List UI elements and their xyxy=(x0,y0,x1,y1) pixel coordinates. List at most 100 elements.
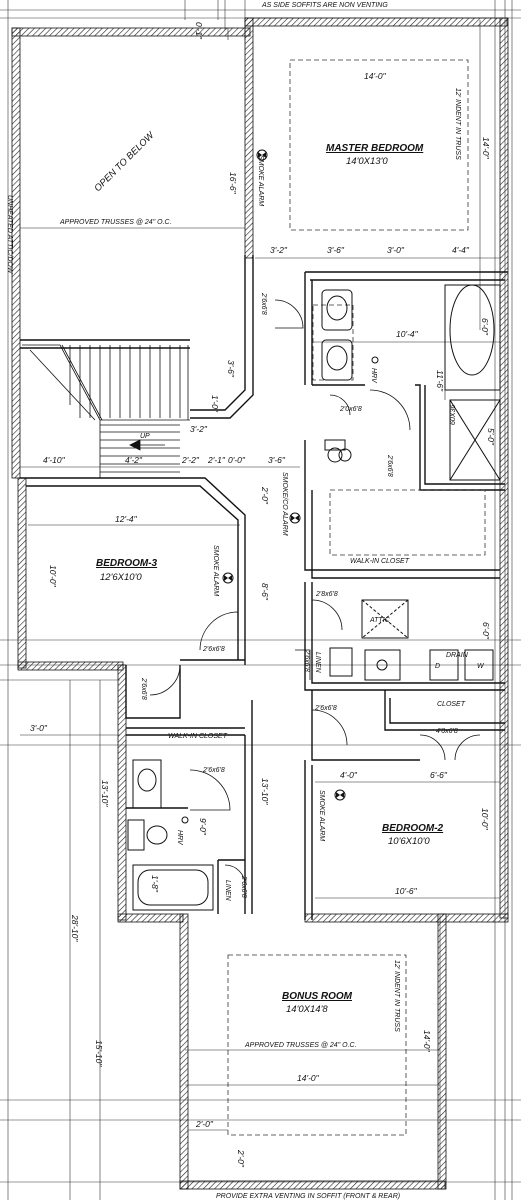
door-label: 2'6x6'8 xyxy=(202,646,225,653)
door-swing xyxy=(311,709,348,746)
dim-bonus-right: 14'-0" xyxy=(422,1030,432,1053)
exterior-walls xyxy=(11,17,509,1190)
dim-bedroom2-a: 4'-0" xyxy=(340,770,358,780)
dim-tub: 6'-0" xyxy=(480,318,490,336)
door-label: 2'0x6'8 xyxy=(339,406,362,413)
dim-bath-width: 9'-0" xyxy=(198,818,208,836)
bedroom3-name: BEDROOM-3 xyxy=(96,558,158,569)
smoke-co-alarm-label: SMOKE/CO ALARM xyxy=(281,472,288,536)
dim-hall-a: 2'-0" xyxy=(260,486,270,505)
dim-bonus-b: 2'-0" xyxy=(236,1149,246,1168)
dryer-icon xyxy=(429,649,459,681)
master-bedroom-size: 14'0X13'0 xyxy=(346,156,388,167)
attic-label: ATTIC xyxy=(369,617,391,624)
hrv-icon xyxy=(371,356,379,364)
dim-bonus-a: 2'-0" xyxy=(195,1119,214,1129)
dim-hall-b: 8'-6" xyxy=(260,583,270,601)
dim-master-width: 14'-0" xyxy=(364,71,387,81)
stair-treads xyxy=(69,345,181,473)
dim-row2-c: 2'-2" xyxy=(181,455,200,465)
interior-walls xyxy=(20,255,508,920)
smoke-alarm-icon xyxy=(256,149,268,161)
dim-bath-height: 13'-10" xyxy=(100,780,110,807)
dim-bedroom2-b: 6'-6" xyxy=(430,770,448,780)
dim-row2-e: 0'-0" xyxy=(228,455,246,465)
closet-label: CLOSET xyxy=(437,701,466,708)
attic-hatch xyxy=(361,599,409,639)
sink-icon xyxy=(326,295,348,321)
truss-indents xyxy=(227,59,486,1136)
laundry-sink-icon xyxy=(364,649,401,681)
toilet-icon xyxy=(327,447,343,463)
dim-row1-c: 3'-0" xyxy=(387,245,405,255)
laundry-fixtures xyxy=(329,599,494,681)
trusses-note-bottom: APPROVED TRUSSES @ 24" O.C. xyxy=(244,1042,357,1049)
bonus-room-name: BONUS ROOM xyxy=(282,991,353,1002)
dim-master-height: 14'-0" xyxy=(481,137,491,160)
door-label: 2'6x6'8 xyxy=(386,454,393,477)
smoke-alarm-label-3: SMOKE ALARM xyxy=(212,545,219,596)
dim-row1-a: 3'-2" xyxy=(270,245,288,255)
bonus-room-size: 14'0X14'8 xyxy=(286,1004,328,1015)
dim-stair-a: 3'-6" xyxy=(226,360,236,378)
smoke-alarm-label-1: SMOKE ALARM xyxy=(257,155,264,206)
dim-row1-d: 4'-4" xyxy=(452,245,470,255)
door-swing xyxy=(224,864,246,886)
dimension-lines xyxy=(20,28,500,1131)
dim-row1-b: 3'-6" xyxy=(327,245,345,255)
door-swing xyxy=(329,394,351,416)
door-label: 4'0x6'8 xyxy=(436,728,458,735)
master-bedroom-name: MASTER BEDROOM xyxy=(326,143,424,154)
trusses-note-top: APPROVED TRUSSES @ 24" O.C. xyxy=(59,219,172,226)
open-to-below-label: OPEN TO BELOW xyxy=(92,129,157,194)
dim-ensuite-width: 10'-4" xyxy=(396,329,419,339)
dim-open-height: 16'-6" xyxy=(228,172,238,195)
bonus-indent-note: 12' INDENT IN TRUSS xyxy=(393,960,400,1032)
sink-icon xyxy=(326,345,348,371)
dim-top-a: 0'-1" xyxy=(194,22,204,40)
door-label: 2'6x6'8 xyxy=(260,292,267,315)
door-swing xyxy=(311,599,343,631)
washer-icon xyxy=(464,649,494,681)
dim-bonus-height: 15'-10" xyxy=(94,1040,104,1067)
hrv-icon xyxy=(181,816,189,824)
door-label: 2'6x6'8 xyxy=(240,875,247,898)
door-label: 2'6x6'8 xyxy=(303,649,310,672)
smoke-alarm-label-4: SMOKE ALARM xyxy=(318,790,325,841)
dim-bedroom2-height: 10'-0" xyxy=(480,808,490,831)
left-vertical-note: UNHEATED ATTIC/DOW xyxy=(6,195,13,275)
hrv-label-2: HRV xyxy=(176,830,183,846)
door-swing xyxy=(199,611,239,651)
door-label: 2'6x6'8 xyxy=(140,677,147,700)
stair-up-label: UP xyxy=(140,433,150,440)
dim-stair-c: 3'-2" xyxy=(190,424,208,434)
hrv-label-1: HRV xyxy=(370,368,377,384)
smoke-alarm-symbols xyxy=(222,149,346,801)
dim-total-height: 28'-10" xyxy=(70,914,80,942)
door-swing xyxy=(419,734,446,761)
smoke-alarm-icon xyxy=(289,512,301,524)
door-label: 2'6x6'8 xyxy=(202,767,225,774)
bedroom3-size: 12'6X10'0 xyxy=(100,572,142,583)
bedroom2-size: 10'6X10'0 xyxy=(388,836,430,847)
washer-label: W xyxy=(477,663,485,670)
dim-row2-d: 2'-1" xyxy=(207,455,226,465)
dim-bedroom2-width: 10'-6" xyxy=(395,886,418,896)
bottom-note: PROVIDE EXTRA VENTING IN SOFFIT (FRONT &… xyxy=(216,1193,400,1200)
door-label: 2'8x6'8 xyxy=(315,591,338,598)
linen-label-2: LINEN xyxy=(224,880,231,902)
linen-shelf xyxy=(329,647,353,677)
dryer-label: D xyxy=(435,663,440,670)
door-swing xyxy=(149,664,181,696)
dim-hall-height: 13'-10" xyxy=(260,778,270,805)
walkin-closet-label: WALK-IN CLOSET xyxy=(350,558,410,565)
dim-bedroom3-height: 10'-0" xyxy=(48,565,58,588)
top-note: AS SIDE SOFFITS ARE NON VENTING xyxy=(261,2,388,9)
door-swing xyxy=(454,734,481,761)
dim-shower: 5'-0" xyxy=(486,428,496,446)
door-swing xyxy=(189,769,231,811)
smoke-alarm-icon xyxy=(222,572,234,584)
drain-label: DRAIN xyxy=(446,652,469,659)
bathtub-icon xyxy=(132,864,214,911)
